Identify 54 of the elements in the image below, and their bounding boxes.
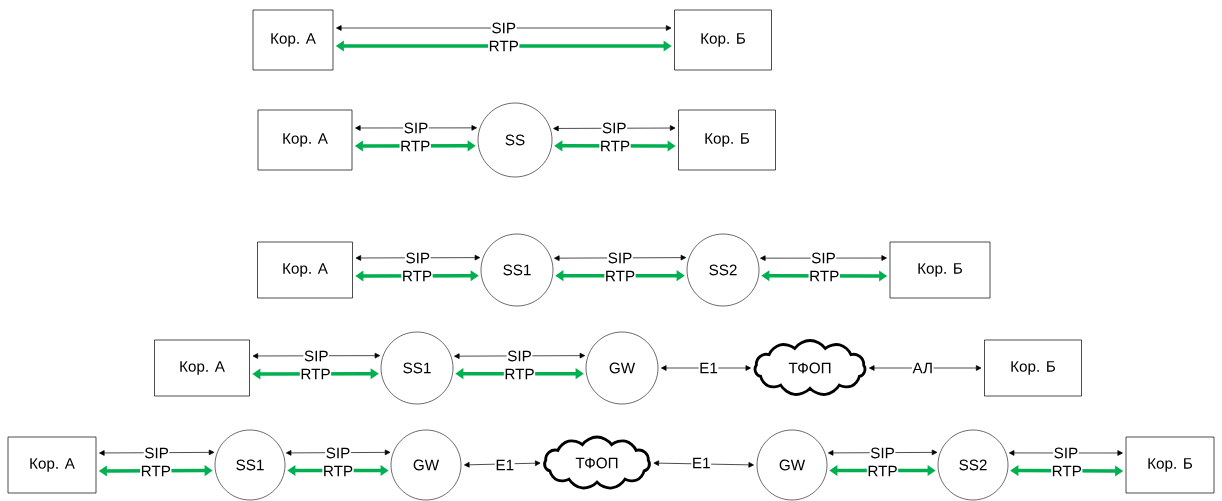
edge-label: SIP [869,447,896,459]
edge-label: SIP [404,252,431,264]
edge-label: RTP [399,140,431,152]
edge-label: RTP [140,465,172,477]
device-box: Кор. А [252,9,334,71]
arrow [355,125,477,131]
edge-label: SIP [506,350,533,362]
edge-label: E1 [494,459,515,471]
arrow [336,25,672,31]
device-box: Кор. А [257,241,353,299]
arrow [355,254,481,261]
edge-label: RTP [322,465,354,477]
edge-label: RTP [866,465,899,477]
edge-label: RTP [1051,465,1083,477]
edge-label: RTP [488,40,520,52]
device-box: Кор. А [257,109,353,171]
device-box: Кор. А [154,339,250,397]
edge-label: АЛ [911,362,934,374]
device-box: Кор. Б [984,339,1082,397]
arrow [285,449,391,456]
arrow [869,365,982,371]
edge-label: RTP [401,270,433,282]
edge-label: SIP [1053,447,1079,459]
edge-label: SIP [325,447,351,459]
edge-label: SIP [810,252,837,264]
arrow [827,449,938,456]
edge-label: SIP [403,122,429,134]
arrow [252,352,381,359]
device-box: Кор. Б [674,9,772,71]
edge-label: RTP [808,270,840,282]
edge-label: E1 [691,457,712,469]
network-cloud: ТФОП [753,339,867,396]
edge-label: RTP [299,368,332,380]
device-box: Кор. Б [678,109,776,171]
edge-label: RTP [503,368,536,380]
edge-label: SIP [143,447,170,459]
device-box: Кор. Б [1125,436,1215,494]
arrow [454,352,586,359]
arrow [661,365,751,371]
edge-label: SIP [303,350,330,362]
network-cloud: ТФОП [543,435,651,490]
arrow [464,460,541,468]
edge-label: RTP [599,140,631,152]
arrow [554,254,687,261]
device-box: Кор. Б [889,241,991,299]
edge-label: RTP [604,270,636,282]
edge-label: SIP [490,22,517,34]
arrow [553,125,676,132]
device-box: Кор. А [7,436,97,494]
edge-label: SIP [601,122,628,134]
edge-label: E1 [698,362,719,374]
arrow [653,460,754,468]
edge-label: SIP [607,252,633,264]
arrow [99,449,215,456]
